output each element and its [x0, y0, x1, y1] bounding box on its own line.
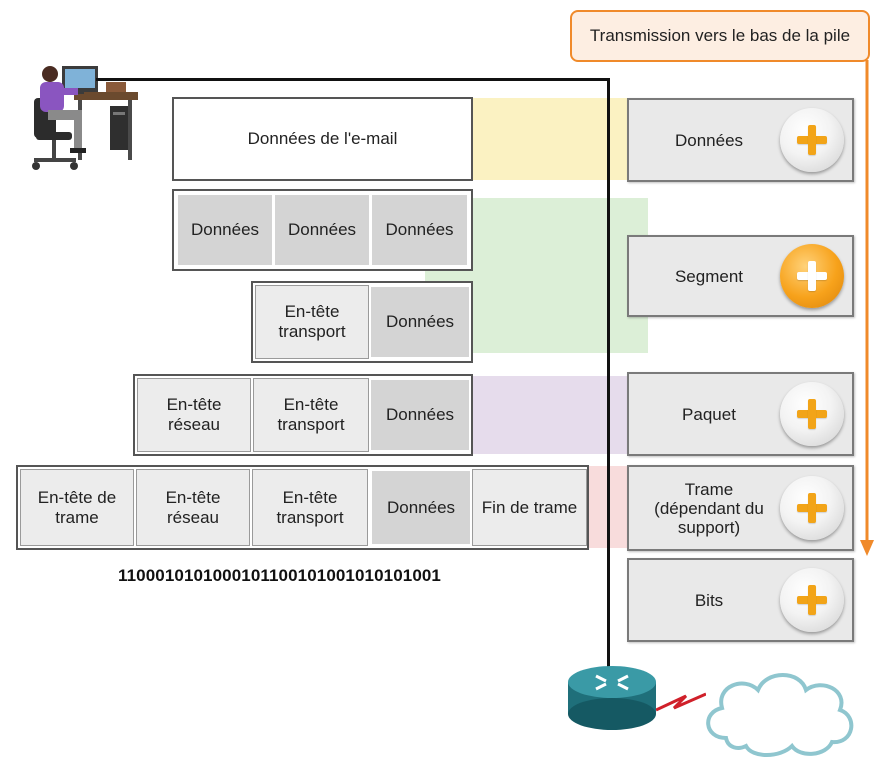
network-cable	[96, 78, 610, 81]
pdu-card-bits: Bits	[627, 558, 854, 642]
plus-icon-vertical	[808, 125, 816, 155]
data-chunk-3: Données	[372, 195, 467, 265]
pdu-label-segment: Segment	[674, 266, 744, 286]
frame-transport-header: En-tête transport	[252, 469, 368, 546]
bit-stream: 1100010101000101100101001010101001	[118, 566, 441, 585]
email-data-box: Données de l'e-mail	[172, 97, 473, 181]
plus-icon-vertical	[808, 261, 816, 291]
plus-icon-vertical	[808, 399, 816, 429]
expand-bits-button[interactable]	[780, 568, 844, 632]
pdu-label-packet: Paquet	[682, 404, 736, 424]
packet-band	[472, 376, 627, 454]
frame-data: Données	[372, 471, 470, 544]
network-cable-vertical	[607, 78, 610, 685]
frame-network-header: En-tête réseau	[136, 469, 250, 546]
pdu-card-segment: Segment	[627, 235, 854, 317]
computer-user-icon	[16, 60, 142, 185]
email-data-label: Données de l'e-mail	[247, 129, 398, 148]
pdu-label-data: Données	[674, 130, 744, 150]
packet-transport-header: En-tête transport	[253, 378, 369, 452]
expand-frame-button[interactable]	[780, 476, 844, 540]
down-arrow	[860, 60, 874, 560]
packet-data: Données	[371, 380, 469, 450]
data-chunk-2: Données	[275, 195, 369, 265]
frame-header: En-tête de trame	[20, 469, 134, 546]
split-data-box: Données Données Données	[172, 189, 473, 271]
expand-packet-button[interactable]	[780, 382, 844, 446]
serial-link-icon	[655, 690, 707, 716]
pdu-card-frame: Trame (dépendant du support)	[627, 465, 854, 551]
pdu-card-packet: Paquet	[627, 372, 854, 456]
transmission-callout: Transmission vers le bas de la pile	[570, 10, 870, 62]
router-icon	[566, 662, 658, 732]
cloud-icon	[696, 660, 860, 760]
data-band	[472, 98, 627, 180]
expand-data-button[interactable]	[780, 108, 844, 172]
expand-segment-button[interactable]	[780, 244, 844, 308]
pdu-card-data: Données	[627, 98, 854, 182]
pdu-label-frame: Trame (dépendant du support)	[654, 479, 764, 537]
plus-icon-vertical	[808, 493, 816, 523]
transport-header: En-tête transport	[255, 285, 369, 359]
pdu-label-bits: Bits	[694, 590, 724, 610]
segment-data: Données	[371, 287, 469, 357]
network-header: En-tête réseau	[137, 378, 251, 452]
data-chunk-1: Données	[178, 195, 272, 265]
segment-box: En-tête transport Données	[251, 281, 473, 363]
frame-box: En-tête de trame En-tête réseau En-tête …	[16, 465, 589, 550]
plus-icon-vertical	[808, 585, 816, 615]
frame-trailer: Fin de trame	[472, 469, 587, 546]
packet-box: En-tête réseau En-tête transport Données	[133, 374, 473, 456]
